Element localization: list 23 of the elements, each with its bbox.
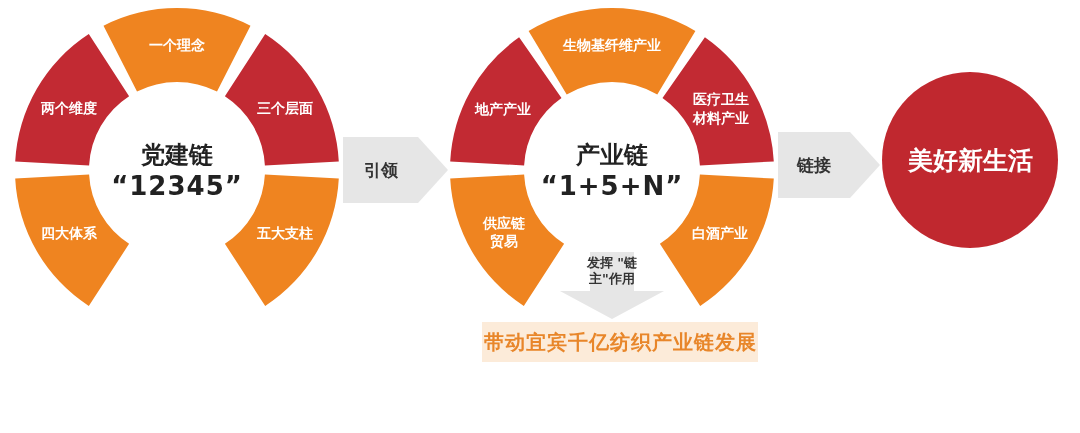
outcome-text: 美好新生活 <box>907 144 1033 177</box>
goal-text: 带动宜宾千亿纺织产业链发展 <box>483 328 757 356</box>
block-arrow <box>343 137 448 203</box>
block-arrow <box>778 132 880 198</box>
chain-title: 党建链 <box>141 140 213 171</box>
edge-label: 发挥 "链主"作用 <box>585 254 639 289</box>
segment-label: 五大支柱 <box>256 223 315 242</box>
segment-label: 供应链贸易 <box>481 213 526 252</box>
edge-label: 链接 <box>795 153 832 177</box>
segment-label: 两个维度 <box>39 98 98 117</box>
chain-formula: “12345” <box>111 171 243 201</box>
chain-formula: “1+5+N” <box>540 171 684 201</box>
chain-title: 产业链 <box>576 140 648 171</box>
segment-label: 三个层面 <box>256 98 315 117</box>
segment-label: 医疗卫生材料产业 <box>692 90 751 129</box>
block-arrow <box>560 252 664 319</box>
segment-label: 生物基纤维产业 <box>562 35 662 55</box>
segment-label: 一个理念 <box>148 35 206 55</box>
edge-label: 引领 <box>362 158 399 182</box>
segment-label: 四大体系 <box>39 223 98 242</box>
segment-label: 地产产业 <box>473 99 532 119</box>
goal-banner <box>482 322 758 362</box>
segment-label: 白酒产业 <box>691 223 750 242</box>
